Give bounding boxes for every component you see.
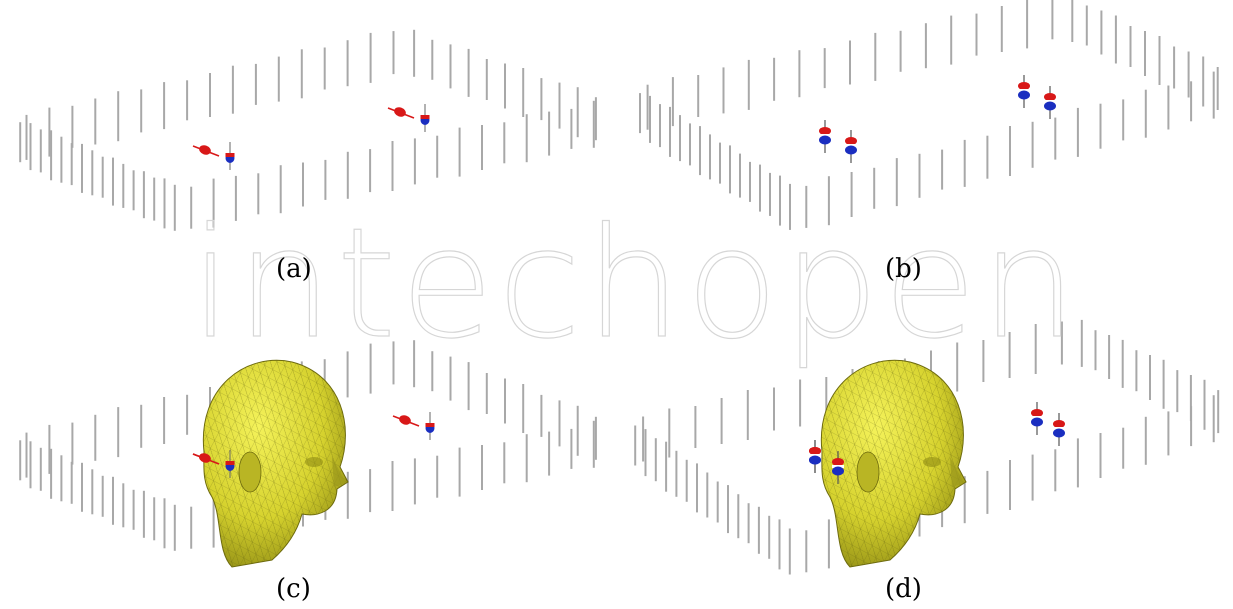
dipole-tangential-c-front-0: [192, 450, 235, 478]
panel-d-front-sources: [809, 440, 844, 484]
dipole-radial-d-3: [1053, 413, 1065, 446]
dipole-radial-b-2: [1018, 75, 1030, 108]
head-model-d: [820, 359, 967, 568]
dipole-radial-b-0: [819, 120, 831, 153]
dipole-tangential-a-0: [192, 142, 235, 170]
dipole-tangential-a-1: [387, 104, 430, 132]
panel-d: [634, 319, 1220, 575]
panel-c-front-sources: [192, 450, 235, 478]
panel-a: [19, 29, 597, 231]
dipole-radial-d-2: [1031, 402, 1043, 435]
dipole-radial-d-front-0: [809, 440, 821, 473]
panel-c: [19, 340, 597, 568]
panel-b: [639, 0, 1219, 230]
head-model-c: [202, 359, 349, 568]
dipole-radial-b-1: [845, 130, 857, 163]
panel-label-b: (b): [885, 254, 922, 284]
panel-label-d: (d): [885, 574, 922, 604]
dipole-radial-d-front-1: [832, 451, 844, 484]
dipole-tangential-c-1: [392, 412, 435, 440]
panel-label-c: (c): [276, 574, 311, 604]
dipole-radial-b-3: [1044, 86, 1056, 119]
panel-label-a: (a): [276, 254, 312, 284]
